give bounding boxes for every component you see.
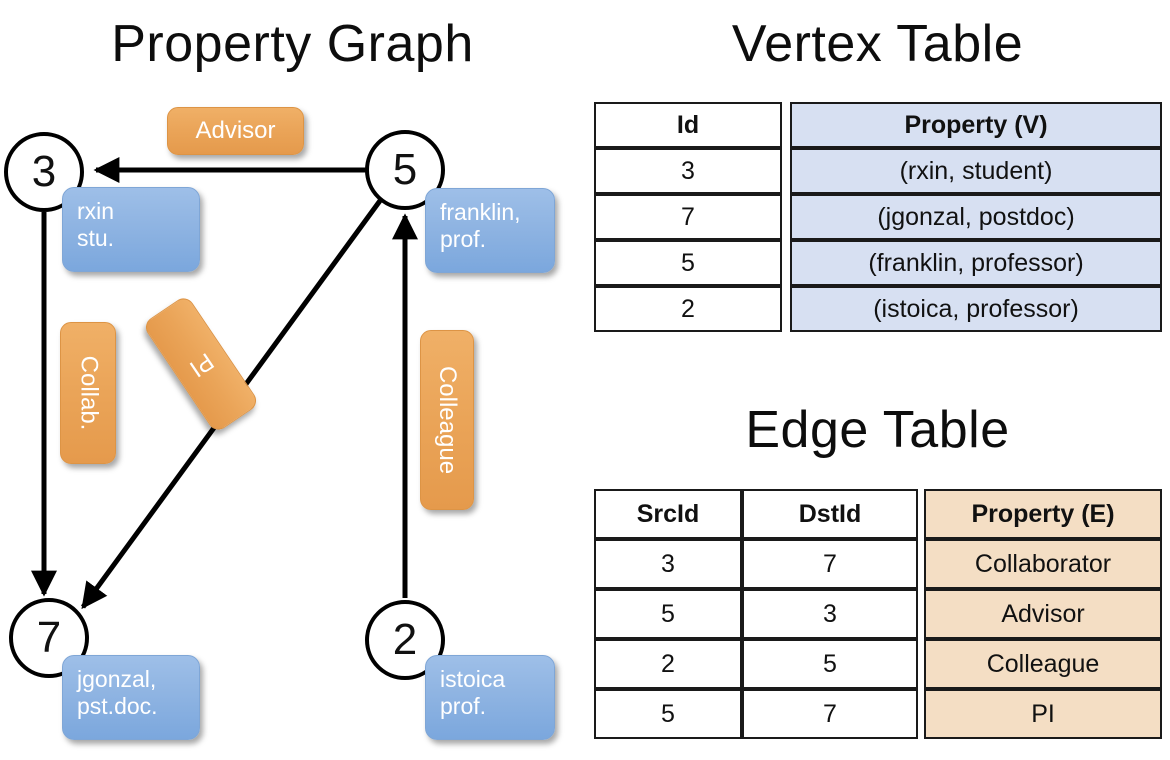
edge-cell-property: Advisor xyxy=(924,589,1162,639)
column-spacer xyxy=(782,194,790,240)
column-spacer xyxy=(918,489,924,539)
table-row: 2 5 Colleague xyxy=(594,639,1162,689)
table-row: 2 (istoica, professor) xyxy=(594,286,1162,332)
edge-cell-dst: 5 xyxy=(742,639,918,689)
edge-cell-dst: 3 xyxy=(742,589,918,639)
node-property-line: pst.doc. xyxy=(77,693,158,720)
table-row: 3 (rxin, student) xyxy=(594,148,1162,194)
edge-label-text: Colleague xyxy=(434,365,461,475)
column-spacer xyxy=(918,689,924,739)
edge-cell-property: PI xyxy=(924,689,1162,739)
edge-cell-src: 5 xyxy=(594,689,742,739)
edge-cell-src: 2 xyxy=(594,639,742,689)
edge-cell-src: 3 xyxy=(594,539,742,589)
table-row: 3 7 Collaborator xyxy=(594,539,1162,589)
node-property-line: stu. xyxy=(77,225,115,252)
table-header-row: SrcId DstId Property (E) xyxy=(594,489,1162,539)
edge-label-advisor: Advisor xyxy=(167,107,304,155)
vertex-cell-id: 3 xyxy=(594,148,782,194)
vertex-col-header-id: Id xyxy=(594,102,782,148)
edge-cell-property: Colleague xyxy=(924,639,1162,689)
column-spacer xyxy=(782,240,790,286)
vertex-cell-property: (franklin, professor) xyxy=(790,240,1162,286)
table-row: 7 (jgonzal, postdoc) xyxy=(594,194,1162,240)
edge-table: SrcId DstId Property (E) 3 7 Collaborato… xyxy=(594,489,1162,739)
node-property-line: franklin, xyxy=(440,199,521,225)
node-property-line: istoica xyxy=(440,666,506,692)
node-property-box-3: rxin stu. xyxy=(62,187,200,272)
column-spacer xyxy=(918,639,924,689)
edge-cell-property: Collaborator xyxy=(924,539,1162,589)
edge-label-text: Advisor xyxy=(195,117,276,144)
node-property-box-5: franklin, prof. xyxy=(425,188,555,273)
page-title-vertex-table: Vertex Table xyxy=(731,15,1024,73)
table-row: 5 (franklin, professor) xyxy=(594,240,1162,286)
page-title-property-graph: Property Graph xyxy=(111,15,474,73)
vertex-col-header-property: Property (V) xyxy=(790,102,1162,148)
vertex-cell-id: 7 xyxy=(594,194,782,240)
vertex-cell-property: (istoica, professor) xyxy=(790,286,1162,332)
edge-cell-dst: 7 xyxy=(742,539,918,589)
edge-col-header-property: Property (E) xyxy=(924,489,1162,539)
vertex-cell-property: (jgonzal, postdoc) xyxy=(790,194,1162,240)
edge-label-collaborator: Collab. xyxy=(60,322,116,464)
column-spacer xyxy=(782,286,790,332)
vertex-cell-id: 2 xyxy=(594,286,782,332)
property-graph-diagram: 3 5 7 2 rxin stu. franklin, prof. jgonza… xyxy=(4,107,555,740)
column-spacer xyxy=(918,539,924,589)
edge-label-colleague: Colleague xyxy=(420,330,474,510)
table-row: 5 7 PI xyxy=(594,689,1162,739)
edge-label-text: Collab. xyxy=(75,355,102,431)
column-spacer xyxy=(782,102,790,148)
vertex-table: Id Property (V) 3 (rxin, student) 7 (jgo… xyxy=(594,102,1162,332)
edge-col-header-srcid: SrcId xyxy=(594,489,742,539)
edge-col-header-dstid: DstId xyxy=(742,489,918,539)
table-header-row: Id Property (V) xyxy=(594,102,1162,148)
node-property-box-2: istoica prof. xyxy=(425,655,555,740)
column-spacer xyxy=(782,148,790,194)
node-property-line: jgonzal, xyxy=(77,666,157,692)
node-property-line: rxin xyxy=(77,198,115,224)
edge-cell-src: 5 xyxy=(594,589,742,639)
vertex-cell-id: 5 xyxy=(594,240,782,286)
graph-node-2[interactable]: 2 xyxy=(365,600,445,680)
node-property-line: prof. xyxy=(440,226,487,253)
edge-label-text: PI xyxy=(184,346,219,382)
vertex-cell-property: (rxin, student) xyxy=(790,148,1162,194)
column-spacer xyxy=(918,589,924,639)
table-row: 5 3 Advisor xyxy=(594,589,1162,639)
edge-cell-dst: 7 xyxy=(742,689,918,739)
graph-node-5[interactable]: 5 xyxy=(365,130,445,210)
node-property-line: prof. xyxy=(440,693,487,720)
node-property-box-7: jgonzal, pst.doc. xyxy=(62,655,200,740)
page-title-edge-table: Edge Table xyxy=(745,401,1010,459)
